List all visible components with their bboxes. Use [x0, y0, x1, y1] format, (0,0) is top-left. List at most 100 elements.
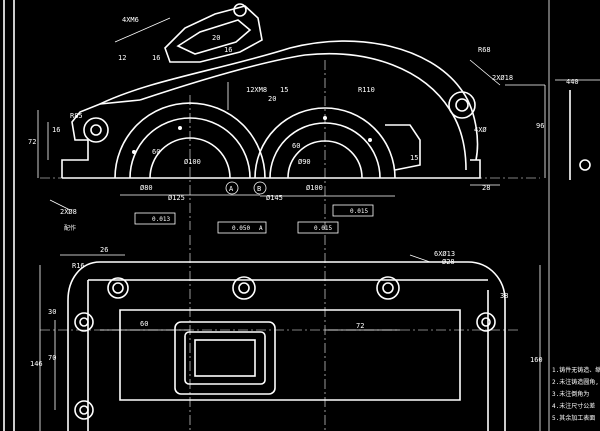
label-d70: 70	[48, 354, 56, 362]
lug-hole-top	[233, 3, 247, 17]
label-d15: 15	[280, 86, 288, 94]
label-d28: 28	[482, 184, 490, 192]
label-d80: Ø80	[140, 184, 153, 192]
bolt-boss-4	[74, 312, 94, 332]
bolt-hole-3	[382, 282, 394, 294]
tapped-hole-mark-1	[178, 126, 182, 130]
bore1-mid-arc	[129, 117, 251, 179]
label-d12: 12	[118, 54, 126, 62]
pin-leader	[49, 199, 71, 211]
label-d16: 16	[152, 54, 160, 62]
datum-b-circle	[253, 181, 267, 195]
outer-housing-outline	[99, 40, 479, 161]
label-d72: 72	[28, 138, 36, 146]
label-6x13: 6XØ13	[434, 250, 455, 258]
label-tol1: 0.013	[152, 216, 170, 223]
label-r110: R110	[358, 86, 375, 94]
hole-leader	[469, 59, 501, 86]
bore1-outer-arc	[114, 102, 266, 179]
tol-frame-2	[332, 204, 374, 217]
label-d20: 20	[212, 34, 220, 42]
datum-a-circle	[225, 181, 239, 195]
label-4x: 4XØ	[474, 126, 487, 134]
label-d160: 160	[530, 356, 543, 364]
label-d96: 96	[536, 122, 544, 130]
bore2-inner-arc	[287, 140, 363, 179]
bolt-boss-2	[232, 276, 256, 300]
label-r85: R85	[70, 112, 83, 120]
label-d90: Ø90	[298, 158, 311, 166]
tapped-hole-mark-4	[368, 138, 372, 142]
side-view-hole	[579, 159, 591, 171]
top-plate-inner	[87, 279, 489, 431]
label-d30: 30	[48, 308, 56, 316]
label-d146: 146	[30, 360, 43, 368]
label-r16: R16	[72, 262, 85, 270]
thread-leader	[114, 17, 171, 43]
lifting-lug-outline	[164, 5, 263, 63]
label-note-small: 配作	[64, 224, 76, 232]
hole-leader-2	[409, 254, 431, 263]
note-5: 5.其余加工表面	[552, 414, 595, 422]
inner-housing-outline	[139, 52, 467, 171]
label-datum-a: A	[229, 185, 234, 193]
top-view	[39, 235, 541, 431]
label-2x8: 2XØ8	[60, 208, 77, 216]
bolt-boss-1	[107, 277, 129, 299]
label-tol3ref: A	[259, 225, 263, 232]
right-rib-outline	[385, 124, 421, 171]
label-d145: Ø145	[266, 194, 283, 202]
bore2-outer-arc	[254, 107, 396, 179]
lifting-lug-inner	[176, 19, 252, 55]
left-ear-hole	[90, 124, 102, 136]
base-flange-outline	[61, 99, 481, 179]
cover-outer	[174, 321, 276, 395]
label-d20b: 20	[268, 95, 276, 103]
label-d15b: 15	[410, 154, 418, 162]
note-3: 3.未注倒角为	[552, 390, 589, 398]
label-d60c: 60	[140, 320, 148, 328]
bolt-boss-6	[74, 400, 94, 420]
tapped-hole-mark-3	[132, 150, 136, 154]
bolt-hole-6	[79, 405, 89, 415]
bolt-boss-5	[476, 312, 496, 332]
label-r68: R68	[478, 46, 491, 54]
bore2-mid-arc	[269, 122, 381, 179]
bolt-boss-3	[376, 276, 400, 300]
bolt-hole-5	[481, 317, 491, 327]
tol-frame-4	[297, 221, 339, 234]
label-d38: 38	[500, 292, 508, 300]
label-d100a: Ø100	[184, 158, 201, 166]
top-plate-outline	[67, 261, 506, 431]
label-datum-b: B	[257, 185, 261, 193]
label-d16b: 16	[224, 46, 232, 54]
label-d60b: 60	[292, 142, 300, 150]
cover-mid	[184, 331, 266, 385]
label-d100b: Ø100	[306, 184, 323, 192]
label-d60a: 60	[152, 148, 160, 156]
note-2: 2.未注铸造圆角,	[552, 378, 599, 386]
right-ear-boss	[448, 91, 476, 119]
label-thread-top: 4XM6	[122, 16, 139, 24]
cover-inner	[194, 339, 256, 377]
tapped-hole-mark-2	[323, 116, 327, 120]
label-2x18: 2XØ18	[492, 74, 513, 82]
label-d72b: 72	[356, 322, 364, 330]
label-tol4: 0.015	[314, 225, 332, 232]
bolt-hole-4	[79, 317, 89, 327]
top-cavity-outline	[119, 309, 461, 401]
label-tol2: 0.015	[350, 208, 368, 215]
label-d16l: 16	[52, 126, 60, 134]
label-tol3: 0.050	[232, 225, 250, 232]
label-12xm8: 12XM8	[246, 86, 267, 94]
label-d26: 26	[100, 246, 108, 254]
front-view	[37, 3, 600, 234]
bore1-inner-arc	[149, 137, 231, 179]
label-440: 440	[566, 78, 579, 86]
note-4: 4.未注尺寸公差	[552, 402, 595, 410]
bolt-hole-2	[238, 282, 250, 294]
left-ear-boss	[83, 117, 109, 143]
bolt-hole-1	[112, 282, 124, 294]
